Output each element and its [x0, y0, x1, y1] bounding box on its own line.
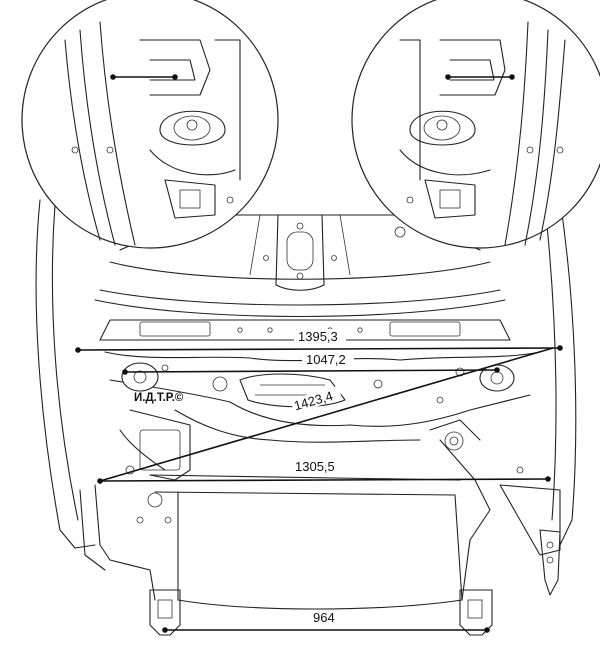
dimension-label-diagonal: 1423,4	[292, 388, 334, 413]
dimension-label-top-width: 1395,3	[298, 329, 338, 344]
dimension-line-middle-width	[99, 478, 549, 482]
dimension-line-strut-width	[124, 369, 498, 373]
dimension-label-bottom-width: 964	[313, 610, 335, 625]
detail-inset-right	[351, 0, 600, 249]
dimension-label-strut-width: 1047,2	[306, 352, 346, 367]
publisher-watermark: И.Д.Т.Р.©	[134, 392, 184, 404]
vehicle-front-structure	[35, 199, 577, 636]
dimension-lines	[75, 74, 563, 633]
dimension-label-middle-width: 1305,5	[295, 459, 335, 474]
detail-inset-left	[21, 0, 279, 249]
dimension-line-diagonal	[99, 347, 554, 482]
dimension-line-top-width	[77, 347, 561, 351]
